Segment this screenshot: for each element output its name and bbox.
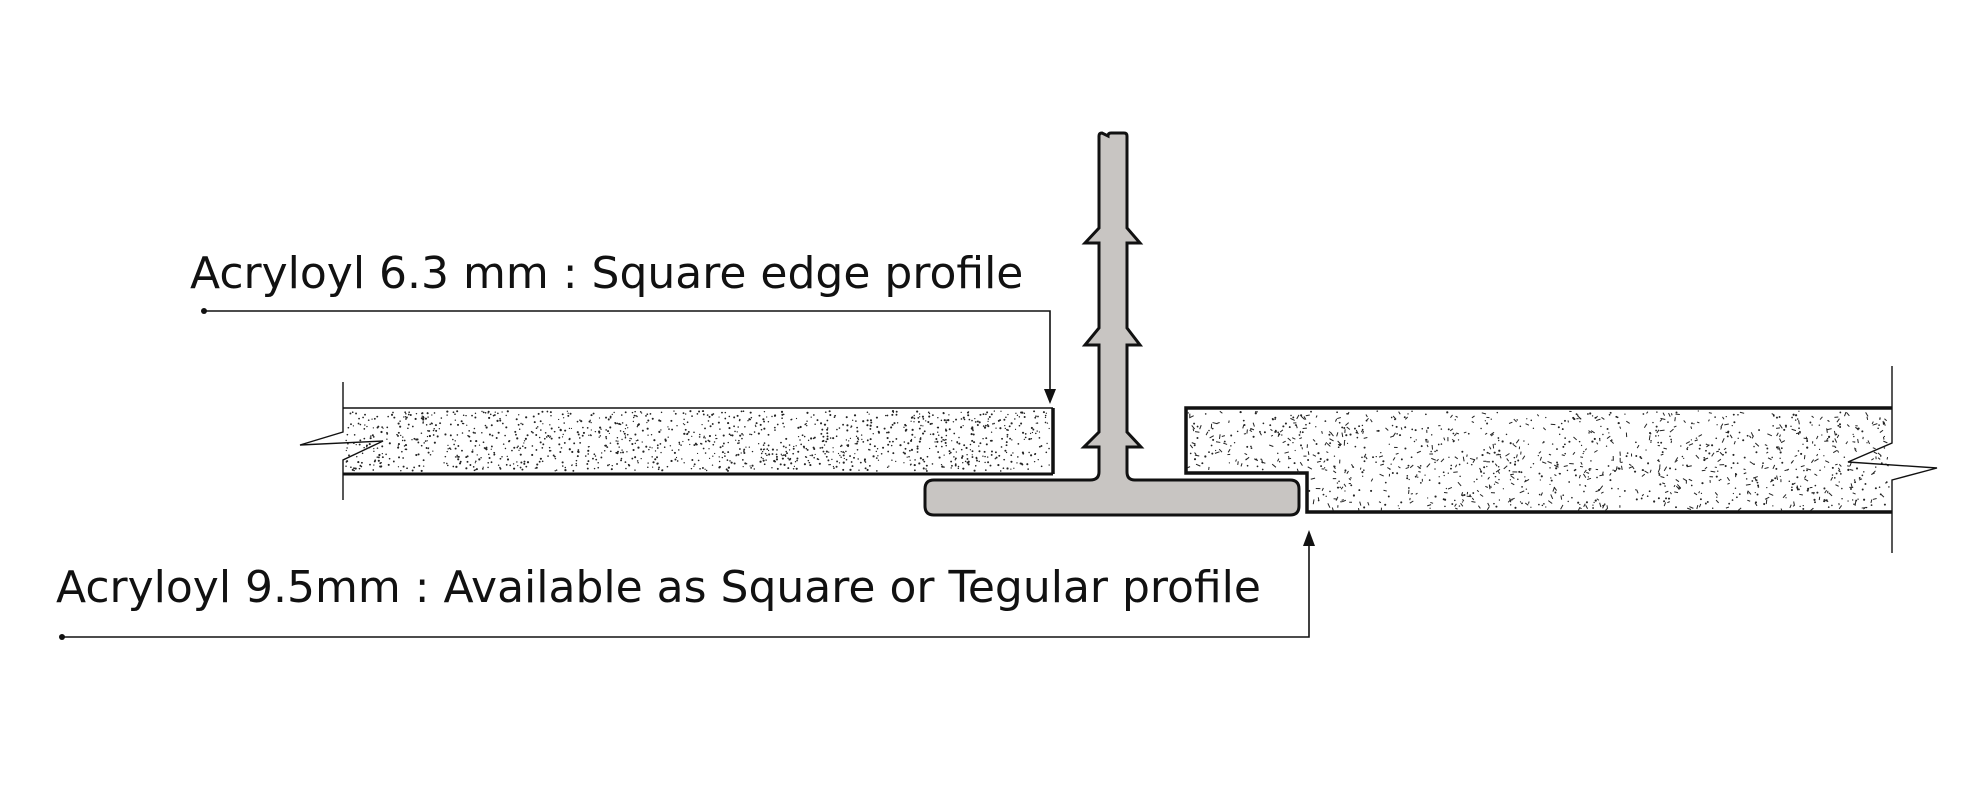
right-break-symbol [1847,366,1938,553]
leader-6-3mm [201,308,1056,404]
left-board-6-3mm [299,382,1055,500]
t-bar-profile [923,131,1301,517]
left-board-texture [345,410,1050,472]
label-6-3mm-square-edge: Acryloyl 6.3 mm : Square edge profile [190,248,1023,299]
left-break-symbol [299,382,384,500]
leader-9-5mm [59,530,1315,640]
right-board-texture [1186,410,1890,512]
right-board-9-5mm-tegular [1184,366,1938,553]
label-9-5mm-tegular: Acryloyl 9.5mm : Available as Square or … [56,562,1261,613]
